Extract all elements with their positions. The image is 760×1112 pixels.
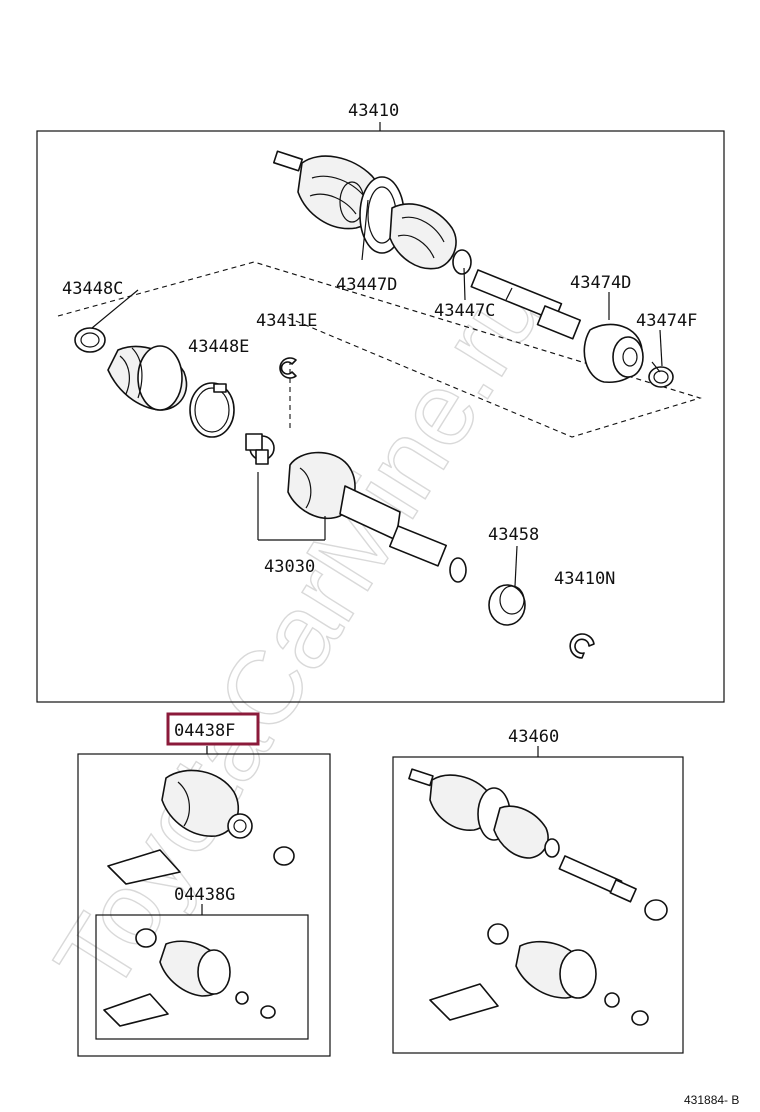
boot-clamp-outer-part[interactable] — [74, 327, 106, 353]
label-43458: 43458 — [488, 525, 539, 545]
label-43474f: 43474F — [636, 311, 697, 331]
boot-part[interactable] — [107, 345, 188, 411]
shaft-ring-1[interactable] — [604, 992, 620, 1008]
inboard-joint-part[interactable] — [245, 433, 467, 583]
footer-code: 431884- B — [684, 1093, 739, 1107]
kit-clamp-part[interactable] — [273, 846, 295, 866]
inner-kit-ring-2[interactable] — [260, 1005, 276, 1019]
hole-snap-ring-part[interactable] — [569, 633, 595, 659]
outboard-shaft-assembly[interactable] — [272, 150, 582, 340]
shaft-clamp-right[interactable] — [644, 899, 668, 921]
damper-part[interactable] — [583, 323, 644, 383]
label-43448e: 43448E — [188, 337, 249, 357]
label-43460: 43460 — [508, 727, 559, 747]
kit-frame-04438f — [77, 753, 331, 1057]
label-43030: 43030 — [264, 557, 315, 577]
label-43448c: 43448C — [62, 279, 123, 299]
shaft-assembly-part[interactable] — [408, 768, 637, 903]
subassembly-boundary — [57, 261, 702, 438]
kit-boot-part[interactable] — [161, 769, 253, 839]
shaft-ring-2[interactable] — [631, 1010, 649, 1026]
damper-clamp-part[interactable] — [648, 361, 674, 388]
inner-kit-ring-1[interactable] — [235, 991, 249, 1005]
label-04438g: 04438G — [174, 885, 235, 905]
highlight-box-04438f[interactable] — [166, 712, 260, 746]
inner-kit-grease-packet[interactable] — [103, 993, 169, 1027]
inner-kit-clamp-part[interactable] — [135, 928, 157, 948]
label-04438f[interactable]: 04438F — [174, 721, 235, 741]
label-43410: 43410 — [348, 101, 399, 121]
snap-ring-part[interactable] — [279, 357, 297, 379]
shaft-assembly-frame — [392, 756, 684, 1054]
kit-frame-04438g — [95, 914, 309, 1040]
shaft-grease-packet[interactable] — [429, 983, 499, 1021]
boot-clamp-small-part[interactable] — [189, 382, 235, 438]
label-43410n: 43410N — [554, 569, 615, 589]
shaft-clamp-left[interactable] — [487, 923, 509, 945]
dust-seal-part[interactable] — [488, 584, 526, 626]
label-43411e: 43411E — [256, 311, 317, 331]
inner-kit-boot-part[interactable] — [159, 940, 231, 997]
label-43447c: 43447C — [434, 301, 495, 321]
label-43474d: 43474D — [570, 273, 631, 293]
kit-grease-packet[interactable] — [107, 849, 181, 885]
shaft-boot-part[interactable] — [515, 940, 597, 999]
label-43447d: 43447D — [336, 275, 397, 295]
